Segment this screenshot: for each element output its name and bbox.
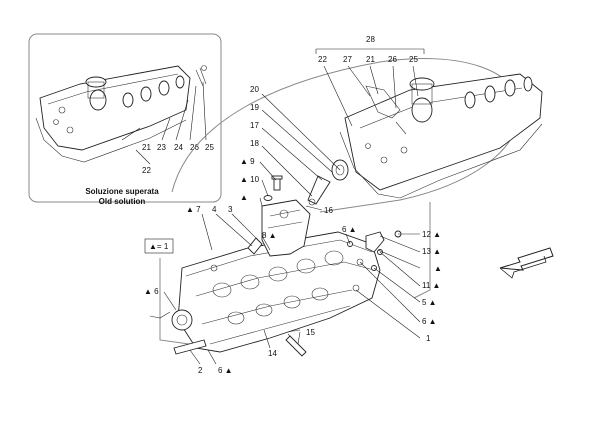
callout-6-bottom: 6 ▲: [218, 366, 233, 375]
inset-label-22: 22: [142, 166, 151, 175]
label-25: 25: [409, 55, 418, 64]
callout-marker-top: ▲: [240, 193, 248, 202]
callout-11: 11 ▲: [422, 281, 440, 290]
legend-box: [144, 238, 174, 254]
bolt-9: [271, 175, 283, 191]
callout-15: 15: [306, 328, 315, 337]
inset-label-21: 21: [142, 143, 151, 152]
old-solution-inset: 21 23 24 26 25 22 Soluzione superata Old…: [28, 33, 222, 206]
camshaft-sensor: [307, 175, 331, 206]
callout-10: ▲ 10: [240, 175, 260, 184]
callout-6-upper: 6 ▲: [342, 225, 357, 234]
label-21: 21: [366, 55, 375, 64]
label-27: 27: [343, 55, 352, 64]
label-26: 26: [388, 55, 397, 64]
inset-label-24: 24: [174, 143, 183, 152]
callout-8: 8 ▲: [262, 231, 277, 240]
new-valve-cover: [339, 73, 543, 199]
legend: ▲= 1: [144, 238, 174, 254]
callout-9: ▲ 9: [240, 157, 255, 166]
callout-19: 19: [250, 103, 259, 112]
direction-arrow-icon: [499, 247, 554, 279]
callout-14: 14: [268, 349, 277, 358]
callout-7: ▲ 7: [186, 205, 201, 214]
inset-label-25: 25: [205, 143, 214, 152]
label-22: 22: [318, 55, 327, 64]
callout-13: 13 ▲: [422, 247, 441, 256]
fitting-13: [365, 231, 385, 253]
legend-text: ▲= 1: [149, 242, 169, 251]
small-pipe: [149, 311, 171, 319]
group-outline-left: [159, 258, 197, 346]
group-outline-right: [413, 202, 431, 299]
callout-5: 5 ▲: [422, 298, 437, 307]
label-28: 28: [366, 35, 375, 44]
callout-12: 12 ▲: [422, 230, 441, 239]
group-outline: [171, 58, 521, 213]
pin-15: [285, 335, 307, 357]
bolt-2: [173, 339, 207, 355]
inset-frame: [28, 33, 222, 203]
callout-6-right: 6 ▲: [422, 317, 437, 326]
cylinder-head: [177, 199, 381, 353]
callout-2: 2: [198, 366, 203, 375]
callout-18: 18: [250, 139, 259, 148]
callout-3: 3: [228, 205, 233, 214]
washer-10: [263, 195, 273, 201]
callout-16: 16: [324, 206, 333, 215]
gasket-ring: [171, 309, 193, 331]
callout-17: 17: [250, 121, 259, 130]
callout-20: 20: [250, 85, 259, 94]
bracket-28: [315, 48, 425, 54]
callout-6-left: ▲ 6: [144, 287, 159, 296]
inset-caption-english: Old solution: [99, 197, 146, 206]
inset-label-23: 23: [157, 143, 166, 152]
callout-marker-right: ▲: [434, 264, 442, 273]
inset-caption-italian: Soluzione superata: [85, 187, 159, 196]
callout-1: 1: [426, 334, 431, 343]
callout-4: 4: [212, 205, 217, 214]
old-valve-cover: [35, 65, 207, 163]
